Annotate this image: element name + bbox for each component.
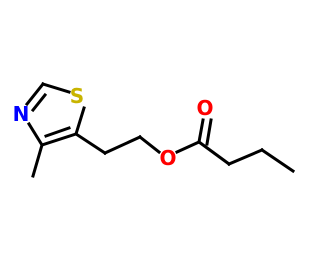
- sulfur-atom: S: [70, 84, 84, 108]
- bond-carbonyl-ca: [196, 139, 232, 167]
- bond-s1-c5: [74, 106, 86, 136]
- bond-ca-cb: [227, 148, 264, 166]
- bond-c4-n3: [26, 121, 45, 148]
- bond-n3-c2: [24, 81, 46, 107]
- bond-o-carbonyl: [175, 140, 201, 154]
- bond-c5-c4-inner: [44, 126, 71, 138]
- bond-c4-methyl: [31, 143, 44, 178]
- bond-n3-c2-inner: [30, 92, 48, 113]
- carbonyl-oxygen-atom: O: [196, 96, 213, 120]
- bond-cb-cc: [259, 147, 296, 174]
- nitrogen-atom: N: [13, 102, 30, 126]
- bond-c5-c4: [40, 132, 78, 147]
- bond-c5-ch2a: [73, 131, 108, 156]
- bond-c2-s1: [41, 82, 71, 94]
- ester-oxygen-atom: O: [159, 146, 176, 170]
- bond-ch2a-ch2b: [103, 135, 142, 155]
- bond-carbonyl-o-a: [197, 118, 205, 144]
- bond-ch2b-o: [137, 134, 162, 155]
- bond-carbonyl-o-b: [205, 118, 213, 146]
